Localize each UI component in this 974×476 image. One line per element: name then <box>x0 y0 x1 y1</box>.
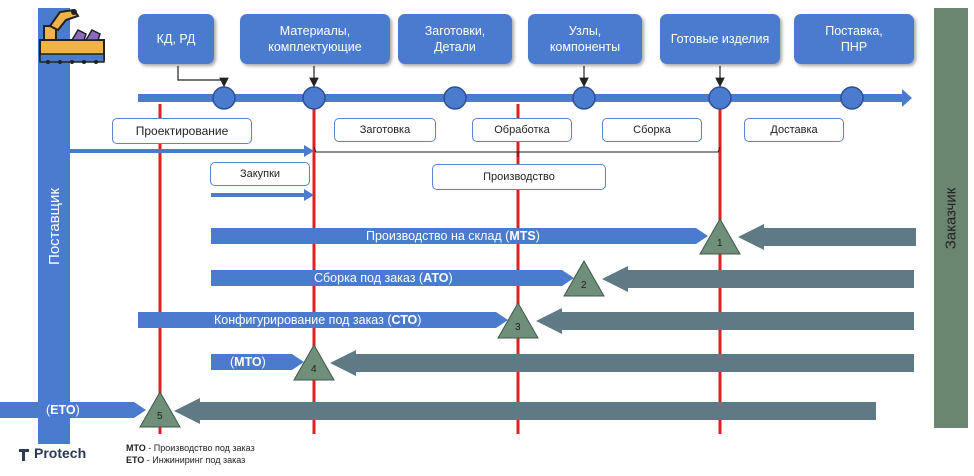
ato-gray-arrow <box>602 266 914 292</box>
legend-eto: ЕТО - Инжиниринг под заказ <box>126 455 246 466</box>
factory-icon <box>39 8 105 64</box>
eto-gray-arrow <box>174 398 876 424</box>
supplier-label: Поставщик <box>45 187 63 265</box>
phase-assembly: Сборка <box>602 118 702 142</box>
customer-bar <box>934 8 968 428</box>
customer-label: Заказчик <box>942 187 960 249</box>
legend-mto: МТО - Производство под заказ <box>126 443 255 453</box>
decoupling-point-5: 5 <box>157 411 163 422</box>
cto-gray-arrow <box>536 308 914 334</box>
ato-blue-arrow <box>211 270 574 286</box>
phase-blank: Заготовка <box>334 118 436 142</box>
decoupling-triangles <box>139 217 741 428</box>
timeline-arrow <box>138 89 912 107</box>
cto-blue-arrow <box>138 312 508 328</box>
supplier-flow-arrow <box>38 145 314 157</box>
mto-blue-arrow <box>211 354 304 370</box>
eto-blue-arrow <box>0 402 146 418</box>
cto-label: Конфигурирование под заказ (СТО) <box>214 313 422 327</box>
phase-design: Проектирование <box>112 118 252 144</box>
stage-connectors <box>177 66 725 88</box>
protech-logo-icon <box>19 449 29 461</box>
timeline-nodes <box>212 86 864 110</box>
stage-lines <box>158 104 722 434</box>
stage-materials: Материалы, комплектующие <box>240 14 390 64</box>
phase-processing: Обработка <box>472 118 572 142</box>
ato-label: Сборка под заказ (АТО) <box>314 271 453 285</box>
stage-delivery-commissioning: Поставка, ПНР <box>794 14 914 64</box>
production-bracket <box>313 146 721 153</box>
phase-purchasing: Закупки <box>210 162 310 186</box>
decoupling-point-3: 3 <box>515 322 521 333</box>
mts-blue-arrow <box>211 228 708 244</box>
stage-assemblies: Узлы, компоненты <box>528 14 642 64</box>
protech-logo: Protech <box>34 445 87 461</box>
phase-production: Производство <box>432 164 606 190</box>
purchasing-flow-arrow <box>211 189 314 201</box>
legend: МТО - Производство под заказ ЕТО - Инжин… <box>126 442 255 466</box>
decoupling-point-4: 4 <box>311 364 317 375</box>
decoupling-point-1: 1 <box>717 238 723 249</box>
supplier-bar <box>38 8 70 444</box>
stage-blanks-parts: Заготовки, Детали <box>398 14 512 64</box>
mto-gray-arrow <box>330 350 914 376</box>
mts-label: Производство на склад (MTS) <box>366 229 540 243</box>
stage-design-docs: КД, РД <box>138 14 214 64</box>
phase-delivery: Доставка <box>744 118 844 142</box>
mts-gray-arrow <box>738 224 916 250</box>
eto-label: (ЕТО) <box>46 403 80 417</box>
stage-finished-goods: Готовые изделия <box>660 14 780 64</box>
mto-label: (МТО) <box>230 355 266 369</box>
decoupling-point-2: 2 <box>581 280 587 291</box>
